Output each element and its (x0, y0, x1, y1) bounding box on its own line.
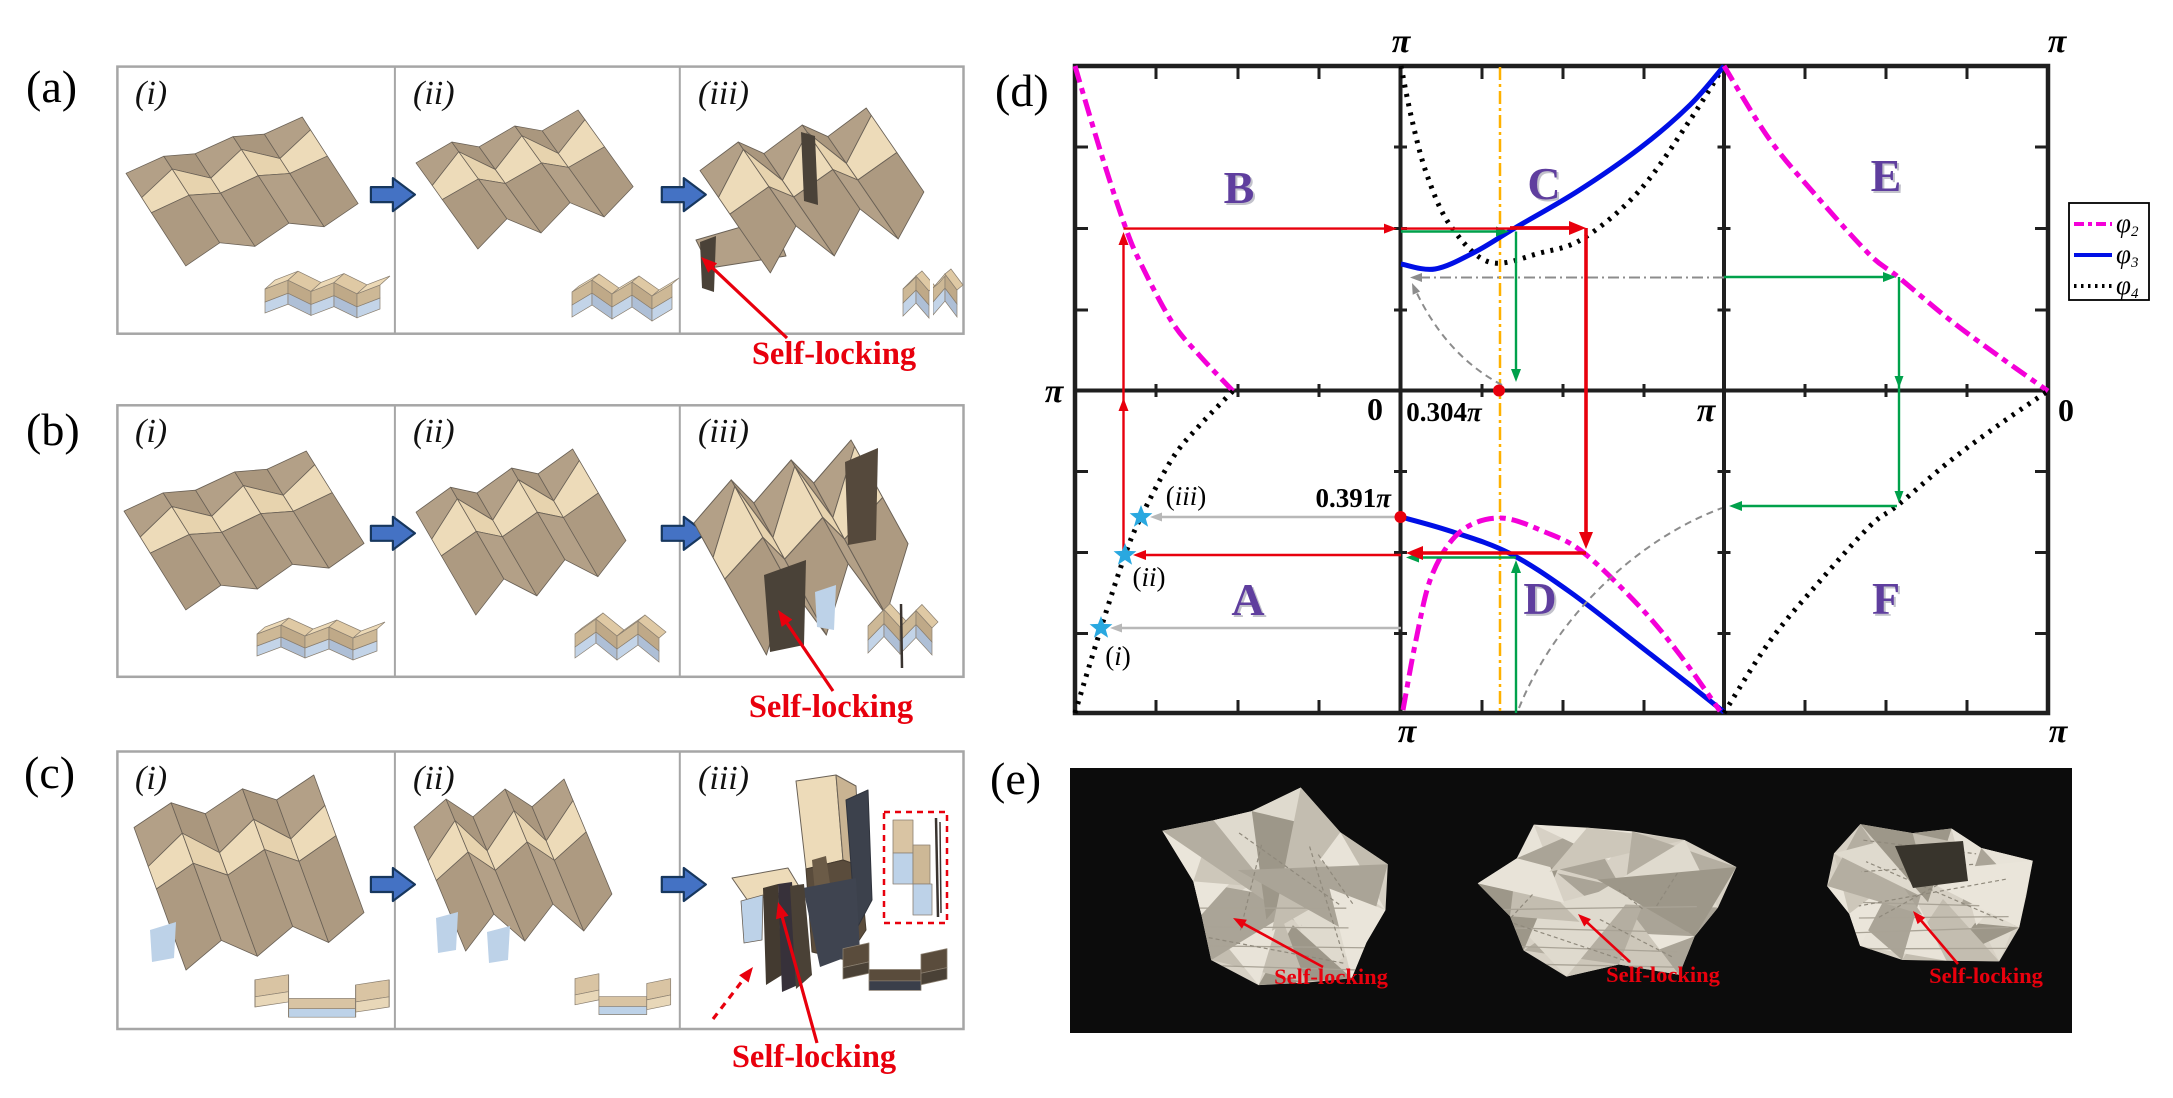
svg-text:0.391π: 0.391π (1316, 483, 1393, 513)
svg-text:Self-locking: Self-locking (749, 689, 913, 725)
svg-text:D: D (1523, 573, 1556, 624)
svg-text:π: π (1398, 713, 1418, 750)
svg-text:π: π (1045, 373, 1065, 410)
svg-text:Self-locking: Self-locking (1274, 964, 1389, 989)
svg-text:π: π (2048, 23, 2068, 60)
svg-text:0: 0 (2058, 392, 2074, 428)
svg-text:A: A (1233, 576, 1266, 627)
svg-text:C: C (1529, 160, 1562, 211)
svg-text:Self-locking: Self-locking (1929, 963, 2044, 988)
svg-text:Self-locking: Self-locking (752, 336, 916, 372)
svg-text:π: π (2049, 713, 2069, 750)
svg-text:C: C (1527, 158, 1560, 209)
svg-text:0.304π: 0.304π (1406, 397, 1483, 427)
svg-text:Self-locking: Self-locking (1606, 962, 1721, 987)
svg-text:π: π (1697, 392, 1717, 429)
svg-text:(ii): (ii) (1132, 562, 1165, 592)
svg-text:F: F (1872, 573, 1900, 624)
svg-text:π: π (1392, 23, 1412, 60)
svg-text:A: A (1231, 574, 1264, 625)
svg-text:0: 0 (1367, 391, 1383, 427)
svg-text:B: B (1226, 164, 1257, 215)
svg-text:B: B (1224, 162, 1255, 213)
svg-text:(i): (i) (1105, 641, 1131, 671)
svg-text:(iii): (iii) (1166, 481, 1207, 511)
svg-text:F: F (1874, 575, 1902, 626)
svg-text:E: E (1871, 150, 1902, 201)
svg-text:D: D (1525, 575, 1558, 626)
svg-text:E: E (1873, 152, 1904, 203)
svg-text:Self-locking: Self-locking (732, 1039, 896, 1075)
